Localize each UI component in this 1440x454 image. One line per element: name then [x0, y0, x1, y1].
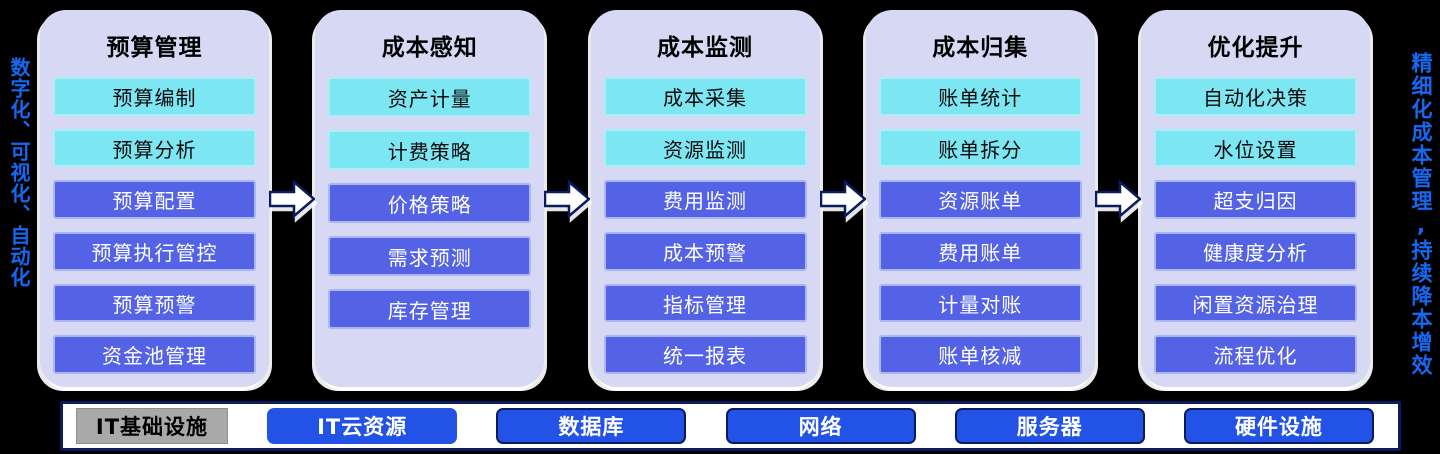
- capability-item: 闲置资源治理: [1154, 283, 1357, 323]
- capability-item: 成本采集: [603, 77, 807, 116]
- stage-title: 优化提升: [1207, 35, 1304, 61]
- capability-item: 指标管理: [603, 283, 807, 323]
- flow-arrow-icon: [819, 178, 866, 219]
- infra-button-2: 数据库: [496, 408, 687, 444]
- infra-button-3: 网络: [725, 408, 916, 444]
- capability-item: 水位设置: [1154, 128, 1357, 168]
- capability-item: 预算分析: [53, 128, 256, 168]
- flow-arrow-icon: [1094, 178, 1141, 219]
- left-caption-vertical: 数字化、可视化、自动化: [7, 57, 31, 288]
- stage-title: 成本归集: [932, 35, 1029, 61]
- capability-item: 统一报表: [603, 335, 807, 375]
- capability-item: 计量对账: [878, 283, 1082, 323]
- capability-item: 需求预测: [328, 236, 532, 276]
- capability-item: 成本预警: [603, 232, 807, 271]
- capability-item: 预算预警: [53, 283, 256, 323]
- capability-item: 自动化决策: [1154, 77, 1357, 116]
- capability-item: 费用账单: [878, 232, 1082, 271]
- capability-item: 流程优化: [1154, 335, 1357, 375]
- stage-panel-2: 成本感知资产计量计费策略价格策略需求预测库存管理: [315, 10, 545, 387]
- capability-item: 预算配置: [53, 180, 256, 220]
- capability-item: 预算执行管控: [53, 232, 256, 271]
- right-caption-vertical: 精细化成本管理,持续降本增效: [1409, 52, 1433, 377]
- capability-item: 超支归因: [1154, 180, 1357, 220]
- infra-button-4: 服务器: [954, 408, 1145, 444]
- capability-item: 资产计量: [328, 77, 532, 117]
- capability-item: 价格策略: [328, 183, 532, 223]
- capability-item: 账单统计: [878, 77, 1082, 116]
- stage-panel-4: 成本归集账单统计账单拆分资源账单费用账单计量对账账单核减: [865, 10, 1095, 387]
- capability-item: 预算编制: [53, 77, 256, 116]
- capability-item: 账单核减: [878, 335, 1082, 375]
- capability-item: 资源监测: [603, 128, 807, 168]
- capability-item: 计费策略: [328, 130, 532, 170]
- infrastructure-base-label: IT基础设施: [76, 408, 228, 444]
- stage-title: 成本监测: [657, 35, 753, 61]
- capability-item: 库存管理: [328, 289, 532, 329]
- stage-title: 成本感知: [381, 35, 478, 61]
- flow-row: 预算管理预算编制预算分析预算配置预算执行管控预算预警资金池管理成本感知资产计量计…: [40, 10, 1370, 387]
- capability-item: 资金池管理: [53, 335, 256, 375]
- capability-item: 资源账单: [878, 180, 1082, 220]
- capability-item: 账单拆分: [878, 128, 1082, 168]
- stage-panel-3: 成本监测成本采集资源监测费用监测成本预警指标管理统一报表: [590, 10, 820, 387]
- infrastructure-bar: IT基础设施 IT云资源 数据库 网络 服务器 硬件设施: [60, 401, 1401, 451]
- stage-title: 预算管理: [106, 35, 203, 61]
- infra-button-5: 硬件设施: [1183, 408, 1374, 444]
- infra-button-1: IT云资源: [267, 408, 458, 444]
- capability-item: 健康度分析: [1154, 232, 1357, 271]
- capability-item: 费用监测: [603, 180, 807, 220]
- flow-arrow-icon: [544, 178, 591, 219]
- flow-arrow-icon: [269, 178, 316, 219]
- stage-panel-1: 预算管理预算编制预算分析预算配置预算执行管控预算预警资金池管理: [40, 10, 269, 387]
- stage-panel-5: 优化提升自动化决策水位设置超支归因健康度分析闲置资源治理流程优化: [1141, 10, 1370, 387]
